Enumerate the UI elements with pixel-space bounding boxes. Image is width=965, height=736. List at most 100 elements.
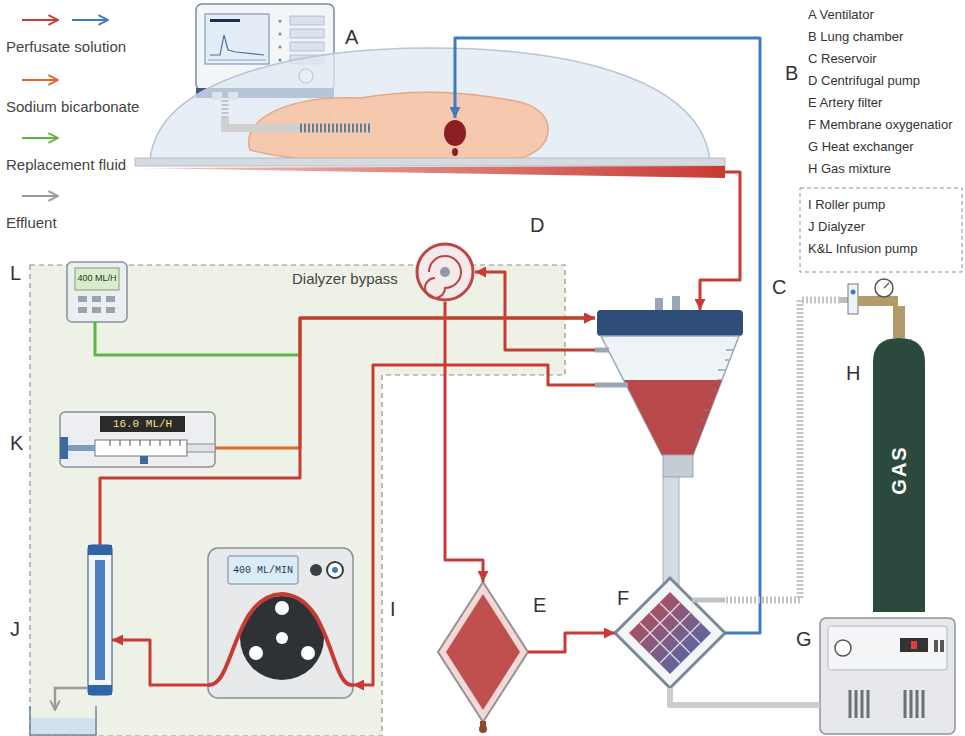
membrane-oxygenator [615,578,725,688]
device-node: F [615,578,725,688]
reservoir [624,380,722,455]
flow-connector [455,38,760,633]
region-label: Dialyzer bypass [292,270,398,287]
text-holder: K&L Infusion pump [808,242,917,257]
reservoir [663,455,693,477]
lung-chamber [135,48,725,178]
key-entry: D Centrifugal pump [808,74,920,89]
text-holder: D Centrifugal pump [808,74,920,89]
part-letter: F [617,587,629,610]
roller-pump [228,556,298,584]
part-letter: E [533,594,546,617]
lung-chamber [452,148,458,156]
centrifugal-pump [425,256,461,298]
key-entry: A Ventilator [808,8,874,23]
text-holder: 16.0 ML/H [100,416,185,432]
gas-cylinder [851,290,856,295]
ventilator [208,59,266,61]
gas-cylinder [875,279,893,297]
device-node: B [135,118,725,180]
heat-exchanger [820,618,955,734]
membrane-oxygenator [615,578,725,688]
part-letter: L [10,262,21,285]
text-holder: Dialyzer bypass [292,270,398,287]
syringe-pump [95,440,187,456]
roller-pump [208,548,353,698]
flow-connector [215,318,595,448]
artery-filter [446,594,520,710]
centrifugal-pump [440,267,450,277]
flow-connector [222,100,229,118]
roller-pump [275,601,289,615]
text-holder: A [345,26,358,49]
text-holder: C Reservoir [808,52,877,67]
bypass-region [30,265,565,736]
infusion-pump [75,268,119,290]
roller-pump [327,562,343,578]
flow-connector [100,318,595,545]
display-reading: 400 ML/H [77,274,116,284]
device-node: 400 ML/HL [67,262,127,322]
legend-arrow [22,79,58,81]
roller-pump [249,646,263,660]
connector-group [95,38,840,705]
key-frame [800,188,962,272]
infusion-pump [67,262,127,322]
syringe-pump [140,456,148,464]
infusion-pump [106,296,115,302]
text-holder: G [796,628,812,651]
roller-pump [310,564,322,576]
infusion-pump [92,296,101,302]
part-letter: G [796,628,812,651]
reservoir [595,296,743,589]
display-reading: 16.0 ML/H [113,418,172,430]
heat-exchanger [940,640,944,652]
text-holder: E [533,594,546,617]
key-frame [800,188,962,272]
part-letter: J [10,618,20,641]
part-letter: B [785,62,798,85]
lung-chamber [444,120,466,146]
part-letter: A [345,26,358,49]
artery-filter [438,582,528,722]
heat-exchanger [835,640,851,656]
lung-chamber [135,158,725,166]
heat-exchanger [934,640,938,652]
infusion-pump [67,262,127,322]
infusion-pump [78,296,87,302]
text-holder: H Gas mixture [808,162,891,177]
membrane-oxygenator [692,598,725,603]
legend-arrow [22,195,58,197]
text-holder: A Ventilator [808,8,874,23]
device-node: 400 ML/MINI [208,548,353,698]
ventilator [290,16,324,25]
ventilator [279,20,282,23]
ventilator [290,29,324,38]
text-holder: C [772,276,786,299]
flow-connector [670,688,820,705]
reservoir [672,296,680,310]
text-holder: B Lung chamber [808,30,903,45]
text-holder: Sodium bicarbonate [6,98,139,115]
lung-chamber [140,166,725,178]
reservoir [595,348,609,353]
lung-chamber [300,124,372,133]
heat-exchanger [911,641,917,649]
syringe-pump [187,444,215,452]
device-node: G [820,618,955,734]
ventilator [279,33,282,36]
text-holder: F Membrane oxygenatior [808,118,953,133]
dialyzer [88,545,112,695]
text-holder: I Roller pump [808,198,885,213]
bypass-region [30,265,565,736]
lung-chamber [221,124,303,132]
heat-exchanger [850,690,923,718]
key-entry: H Gas mixture [808,162,891,177]
flow-connector [112,640,208,685]
infusion-pump [78,307,87,313]
device-node: 16.0 ML/HK [60,412,215,467]
flow-connector [725,300,840,600]
text-holder: J Dialyzer [808,220,865,235]
key-entry: G Heat exchanger [808,140,914,155]
part-letter: K [10,432,23,455]
